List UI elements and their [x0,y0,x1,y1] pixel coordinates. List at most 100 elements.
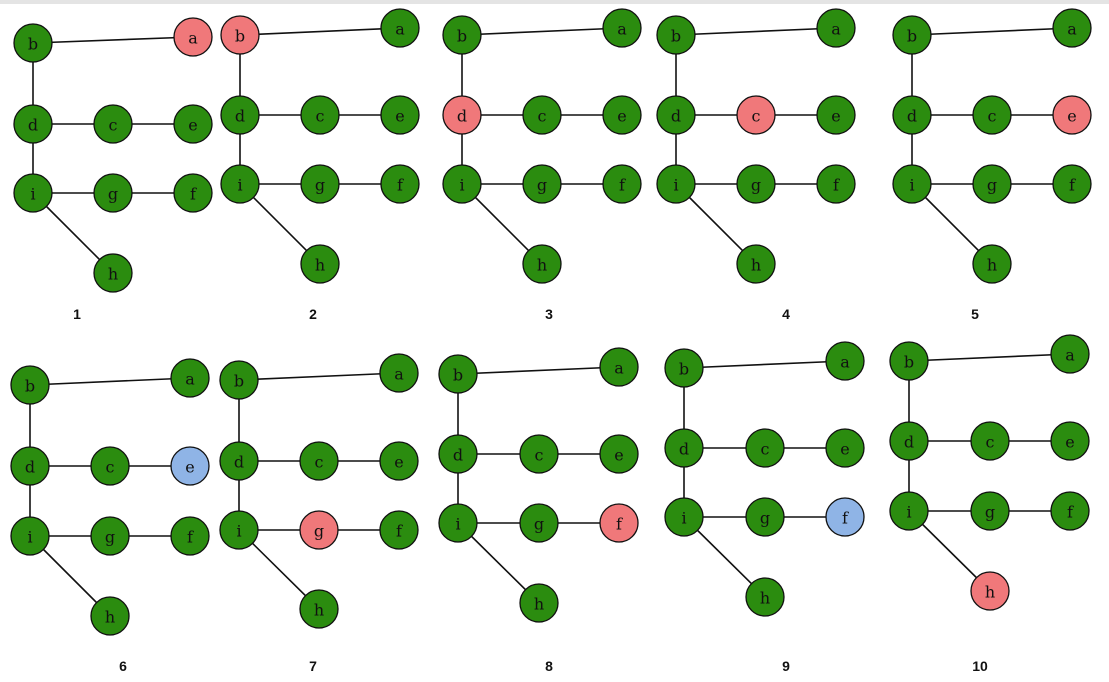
node-e: e [170,446,210,486]
node-g: g [736,164,776,204]
node-i: i [892,164,932,204]
panel-number-label: 2 [309,306,317,322]
node-f-circle [379,510,419,550]
node-c-circle [972,95,1012,135]
node-f: f [379,510,419,550]
node-b-circle [438,354,478,394]
node-g: g [299,510,339,550]
node-e-label: e [394,453,403,472]
node-b: b [442,15,482,55]
node-c-circle [299,441,339,481]
node-g-label: g [314,522,324,541]
node-g: g [300,164,340,204]
node-e-circle [379,441,419,481]
node-e: e [379,441,419,481]
node-e-label: e [1067,107,1076,126]
node-a-label: a [395,20,405,39]
node-h: h [299,589,339,629]
node-h-circle [972,244,1012,284]
node-a-circle [1050,334,1090,374]
node-g-label: g [315,176,325,195]
node-d-circle [656,95,696,135]
node-c-circle [90,446,130,486]
node-a-label: a [617,20,627,39]
node-h-label: h [751,256,761,275]
node-d-label: d [234,453,244,472]
node-c-label: c [761,440,770,459]
node-b-label: b [453,366,463,385]
node-g-label: g [105,528,115,547]
node-f: f [825,497,865,537]
node-b-circle [892,15,932,55]
node-d-label: d [25,458,35,477]
node-d: d [664,428,704,468]
node-f-label: f [619,176,626,195]
node-h: h [522,244,562,284]
node-h: h [93,253,133,293]
node-g: g [970,491,1010,531]
node-g: g [93,173,133,213]
node-a-label: a [1067,20,1077,39]
node-d: d [13,104,53,144]
node-b: b [13,23,53,63]
node-d: d [656,95,696,135]
node-a-label: a [188,29,198,48]
node-d-circle [442,95,482,135]
node-b-label: b [679,360,689,379]
node-e-circle [1050,421,1090,461]
node-e-circle [825,428,865,468]
node-i-circle [10,516,50,556]
node-e-label: e [831,107,840,126]
node-b: b [10,365,50,405]
panel-number-label: 9 [782,658,790,674]
node-a: a [602,8,642,48]
node-b-circle [219,360,259,400]
node-f-circle [1052,164,1092,204]
node-h: h [972,244,1012,284]
node-f-circle [1050,491,1090,531]
edge-b-a [32,36,194,44]
node-d-label: d [671,107,681,126]
node-h-label: h [315,256,325,275]
node-h-circle [300,244,340,284]
node-g: g [745,497,785,537]
node-d-circle [889,421,929,461]
node-h-label: h [760,589,770,608]
node-d: d [220,95,260,135]
node-e-circle [599,434,639,474]
node-g-label: g [751,176,761,195]
node-a-label: a [831,20,841,39]
node-c-label: c [986,433,995,452]
node-f-label: f [396,522,403,541]
node-e-circle [1052,95,1092,135]
node-a-circle [170,358,210,398]
node-f-circle [380,164,420,204]
node-a: a [1052,8,1092,48]
node-b-circle [889,341,929,381]
node-e-label: e [614,446,623,465]
node-e: e [602,95,642,135]
node-i-label: i [909,176,914,195]
node-i-circle [892,164,932,204]
node-h-circle [736,244,776,284]
node-f-label: f [397,176,404,195]
node-d-circle [10,446,50,486]
node-g-circle [970,491,1010,531]
node-i: i [442,164,482,204]
node-g-label: g [760,509,770,528]
node-f-label: f [190,185,197,204]
node-a-circle [825,341,865,381]
node-d-circle [664,428,704,468]
node-i-label: i [459,176,464,195]
node-h: h [300,244,340,284]
node-f-label: f [1069,176,1076,195]
node-h-label: h [537,256,547,275]
node-i-label: i [27,528,32,547]
node-e: e [599,434,639,474]
node-d: d [10,446,50,486]
node-h: h [970,571,1010,611]
